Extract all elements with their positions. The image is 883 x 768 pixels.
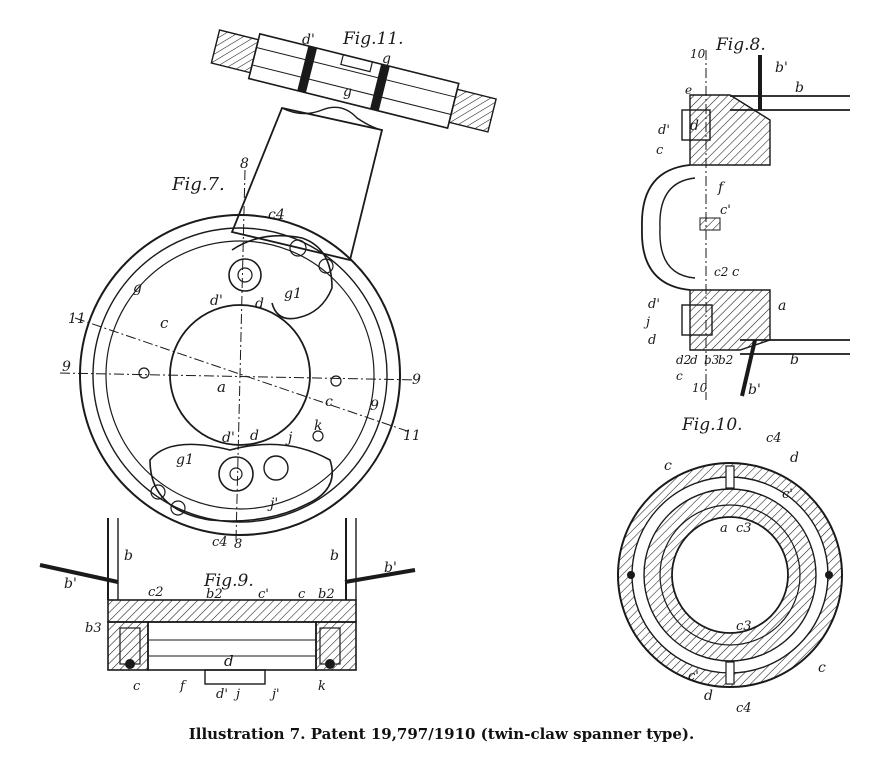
fig10-label: c4 xyxy=(766,431,782,446)
fig11-label: d' xyxy=(302,32,315,48)
fig7-label: d xyxy=(255,296,264,312)
fig7-label: a xyxy=(217,378,226,396)
fig7-label: 9 xyxy=(370,398,379,414)
fig7-label: c4 xyxy=(212,535,228,550)
fig8-label: b2 xyxy=(718,353,733,367)
fig7-label: 8 xyxy=(240,156,249,172)
fig11-label: g xyxy=(382,51,391,67)
fig11-label: g xyxy=(343,84,352,100)
fig8-label: j xyxy=(643,315,650,330)
fig7-label: d' xyxy=(222,430,235,446)
fig10-label: d xyxy=(704,688,713,704)
fig7-label: d' xyxy=(210,293,223,309)
fig9-label: c' xyxy=(258,587,269,602)
fig9-label: b2 xyxy=(318,587,335,602)
fig10-label: c' xyxy=(782,487,793,502)
fig8-label: b xyxy=(795,80,804,96)
fig7-label: 11 xyxy=(403,428,421,444)
fig8-label: b' xyxy=(748,382,761,398)
fig7-label: c xyxy=(160,314,169,332)
fig8-label: e xyxy=(685,83,692,97)
fig10-drawing: Fig.10. c4 c d c' a c3 c3 c c' d c4 xyxy=(617,415,843,716)
fig8-label: a xyxy=(778,298,786,314)
fig8-title: Fig.8. xyxy=(715,35,766,55)
fig9-label: b xyxy=(330,548,339,564)
fig9-label: b' xyxy=(384,560,397,576)
fig11-title: Fig.11. xyxy=(342,29,404,49)
fig8-label: b' xyxy=(775,60,788,76)
fig8-label: f xyxy=(717,180,726,196)
fig10-label: c3 xyxy=(736,521,752,536)
fig7-label: g xyxy=(133,280,142,296)
fig9-label: d xyxy=(224,652,234,670)
fig9-label: f xyxy=(179,679,187,694)
fig8-label: d' xyxy=(658,123,670,138)
fig10-label: c xyxy=(664,458,672,474)
fig7-label: c xyxy=(325,394,333,410)
fig8-label: c' xyxy=(720,203,731,218)
fig9-label: c xyxy=(133,679,141,694)
fig8-label: c2 xyxy=(714,265,728,279)
fig8-label: c xyxy=(656,143,664,158)
fig9-label: d' xyxy=(216,687,228,702)
fig10-title: Fig.10. xyxy=(681,415,743,435)
fig8-label: d xyxy=(690,353,698,367)
fig9-label: b2 xyxy=(206,587,223,602)
fig7-label: 9 xyxy=(412,372,421,388)
fig7-label: 9 xyxy=(62,359,71,375)
fig8-label: d' xyxy=(648,297,660,312)
fig7-label: k xyxy=(314,418,322,434)
fig11-drawing: Fig.11. d' g g xyxy=(210,29,497,133)
fig10-label: c3 xyxy=(736,619,752,634)
fig10-label: c xyxy=(818,660,826,676)
figure-caption: Illustration 7. Patent 19,797/1910 (twin… xyxy=(188,725,695,743)
fig8-drawing: Fig.8. 10 b' b e d d' c f c' c2 c a d' j… xyxy=(641,35,850,400)
fig9-label: c xyxy=(298,587,306,602)
fig7-label: g1 xyxy=(284,286,302,302)
fig9-label: b xyxy=(124,548,133,564)
fig10-label: a xyxy=(720,521,728,536)
fig7-label: d xyxy=(250,428,259,444)
fig9-drawing: Fig.9. b b b' b' c2 b2 c' c b2 b3 d c f … xyxy=(39,518,416,702)
fig8-label: d xyxy=(648,333,656,348)
fig9-label: j' xyxy=(269,687,280,702)
fig10-label: d xyxy=(790,450,799,466)
fig8-label: b3 xyxy=(704,353,720,367)
fig8-label: d xyxy=(690,118,699,134)
fig9-label: j xyxy=(233,687,240,702)
fig7-label: j' xyxy=(267,496,278,512)
fig8-label: d2 xyxy=(676,353,691,367)
fig9-label: b3 xyxy=(85,621,102,636)
fig8-label: b xyxy=(790,352,799,368)
fig9-title: Fig.9. xyxy=(203,571,254,591)
fig7-label: 11 xyxy=(68,311,86,327)
fig8-label: 10 xyxy=(690,47,706,61)
fig7-drawing: Fig.7. 8 c4 g g1 d' d 11 c 9 a 9 c 9 11 … xyxy=(59,106,421,552)
fig10-label: c4 xyxy=(736,701,752,716)
fig8-label: c xyxy=(676,369,683,383)
fig7-title: Fig.7. xyxy=(171,174,225,195)
fig7-label: 8 xyxy=(234,537,242,552)
fig9-label: c2 xyxy=(148,585,164,600)
fig10-label: c' xyxy=(688,669,699,684)
fig9-label: b' xyxy=(64,576,77,592)
fig9-label: k xyxy=(318,679,326,694)
fig7-label: g1 xyxy=(176,452,194,468)
fig8-label: c xyxy=(732,265,740,280)
fig7-label: c4 xyxy=(268,207,285,223)
fig8-label: 10 xyxy=(692,381,708,395)
fig7-label: j xyxy=(285,430,293,446)
